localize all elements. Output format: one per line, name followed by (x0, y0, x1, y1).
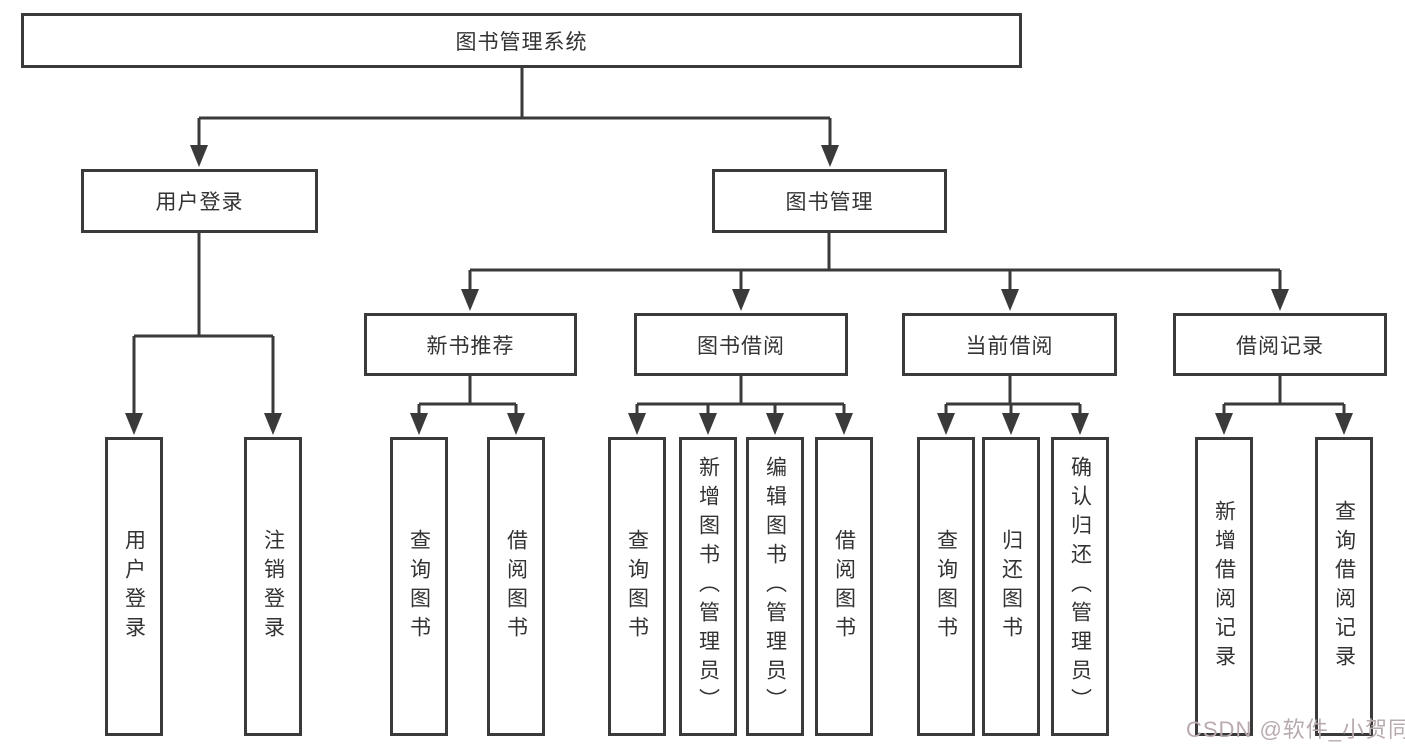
leaf-add-books-admin-label: 新增图书（管理员） (696, 456, 720, 717)
leaf-query-books-current: 查询图书 (917, 437, 975, 736)
leaf-borrow-books-recommend-label: 借阅图书 (504, 528, 528, 645)
arrowhead (766, 413, 784, 435)
node-new-book-recommend-label: 新书推荐 (426, 334, 515, 358)
leaf-user-login: 用户登录 (105, 437, 163, 736)
arrowhead (1215, 413, 1233, 435)
leaf-add-borrow-record-label: 新增借阅记录 (1212, 499, 1236, 674)
leaf-add-borrow-record: 新增借阅记录 (1195, 437, 1253, 736)
connector-current-borrow-branch (944, 376, 1082, 415)
node-current-borrow: 当前借阅 (902, 313, 1117, 376)
leaf-borrow-books-recommend: 借阅图书 (487, 437, 545, 736)
leaf-query-borrow-record: 查询借阅记录 (1315, 437, 1373, 736)
arrowhead (699, 413, 717, 435)
leaf-return-books: 归还图书 (982, 437, 1040, 736)
arrowhead (628, 413, 646, 435)
node-root-label: 图书管理系统 (455, 30, 588, 54)
arrowhead (1271, 289, 1289, 311)
arrowhead (264, 413, 282, 435)
connector-root-to-level2 (197, 68, 832, 147)
connector-user-login-branch (132, 233, 275, 415)
connector-borrow-record-branch (1222, 376, 1346, 415)
node-book-management: 图书管理 (712, 169, 947, 233)
connector-lines (132, 68, 1346, 415)
leaf-query-books-recommend: 查询图书 (390, 437, 448, 736)
arrowhead (1001, 289, 1019, 311)
node-borrow-records: 借阅记录 (1173, 313, 1387, 376)
leaf-confirm-return-admin-label: 确认归还（管理员） (1068, 456, 1092, 717)
leaf-logout: 注销登录 (244, 437, 302, 736)
arrowhead (190, 145, 208, 167)
connector-arrowheads (125, 145, 1353, 435)
leaf-query-books-current-label: 查询图书 (934, 528, 958, 645)
leaf-query-books-borrow: 查询图书 (608, 437, 666, 736)
arrowhead (410, 413, 428, 435)
leaf-query-borrow-record-label: 查询借阅记录 (1332, 499, 1356, 674)
csdn-watermark: CSDN @软件_小贺同学 (1186, 717, 1405, 742)
connector-book-management-branch (468, 233, 1282, 291)
node-user-login-label: 用户登录 (155, 191, 244, 214)
node-user-login: 用户登录 (81, 169, 318, 233)
arrowhead (732, 289, 750, 311)
arrowhead (1335, 413, 1353, 435)
arrowhead (821, 145, 839, 167)
arrowhead (125, 413, 143, 435)
leaf-user-login-label: 用户登录 (122, 528, 146, 645)
leaf-logout-label: 注销登录 (261, 528, 285, 645)
node-book-borrow-label: 图书借阅 (697, 334, 785, 358)
arrowhead (461, 289, 479, 311)
node-book-management-label: 图书管理 (785, 191, 874, 214)
leaf-query-books-borrow-label: 查询图书 (625, 528, 649, 645)
arrowhead (937, 413, 955, 435)
node-new-book-recommend: 新书推荐 (364, 313, 577, 376)
node-root: 图书管理系统 (21, 13, 1022, 68)
leaf-confirm-return-admin: 确认归还（管理员） (1051, 437, 1109, 736)
leaf-borrow-books: 借阅图书 (815, 437, 873, 736)
node-current-borrow-label: 当前借阅 (965, 334, 1054, 358)
leaf-borrow-books-label: 借阅图书 (832, 528, 856, 645)
leaf-edit-books-admin-label: 编辑图书（管理员） (763, 456, 787, 717)
connector-book-borrow-branch (635, 376, 846, 415)
arrowhead (1002, 413, 1020, 435)
arrowhead (507, 413, 525, 435)
arrowhead (1071, 413, 1089, 435)
leaf-return-books-label: 归还图书 (999, 528, 1023, 645)
node-book-borrow: 图书借阅 (634, 313, 848, 376)
node-borrow-records-label: 借阅记录 (1236, 334, 1324, 358)
leaf-add-books-admin: 新增图书（管理员） (679, 437, 737, 736)
arrowhead (835, 413, 853, 435)
leaf-edit-books-admin: 编辑图书（管理员） (746, 437, 804, 736)
leaf-query-books-recommend-label: 查询图书 (407, 528, 431, 645)
connector-new-book-branch (417, 376, 518, 415)
